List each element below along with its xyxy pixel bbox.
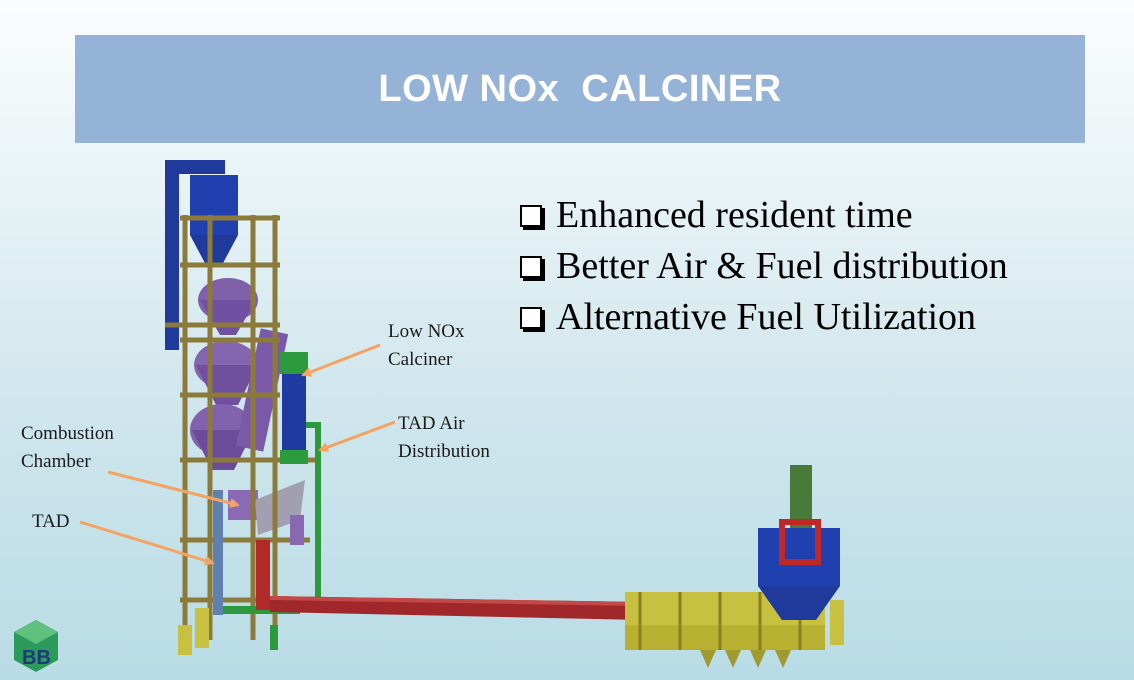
title-bar: LOW NOx CALCINER [75, 35, 1085, 143]
arrow-tad-air-distribution [318, 420, 396, 452]
checkbox-bullet-icon [520, 306, 542, 329]
cooler-stack [758, 465, 840, 620]
label-combustion-chamber: Combustion Chamber [21, 423, 114, 472]
logo-text: BB [22, 647, 51, 669]
bullet-text: Better Air & Fuel distribution [556, 245, 1008, 287]
label-tad: TAD [32, 511, 70, 532]
label-tad-air-distribution: TAD Air Distribution [398, 413, 490, 462]
checkbox-bullet-icon [520, 204, 542, 227]
arrow-low-nox-calciner [301, 343, 381, 377]
slide-title: LOW NOx CALCINER [378, 67, 782, 110]
company-logo: BB [14, 620, 58, 672]
bullet-text: Alternative Fuel Utilization [556, 296, 977, 338]
checkbox-bullet-icon [520, 255, 542, 278]
bullet-item: Better Air & Fuel distribution [520, 241, 1008, 292]
bullet-item: Enhanced resident time [520, 190, 1008, 241]
label-low-nox-calciner: Low NOx Calciner [388, 321, 465, 370]
bullet-item: Alternative Fuel Utilization [520, 292, 1008, 343]
arrow-combustion-chamber [107, 470, 240, 508]
rotary-kiln [270, 596, 640, 620]
callout-arrows [79, 343, 396, 566]
bullet-text: Enhanced resident time [556, 194, 913, 236]
bullet-list: Enhanced resident time Better Air & Fuel… [520, 190, 1008, 343]
arrow-tad [79, 520, 215, 566]
preheater-tower [165, 160, 321, 655]
